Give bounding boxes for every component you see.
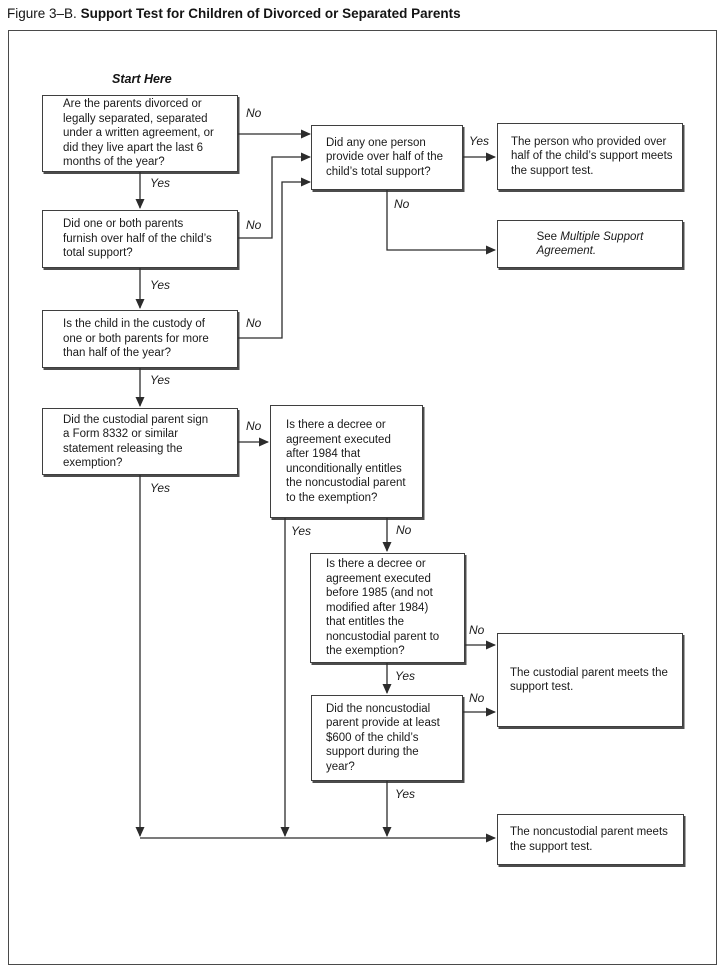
node-text: Is the child in the custody of one or bo…: [63, 318, 209, 360]
edge-label-q2-no: No: [246, 218, 262, 232]
node-text: The person who provided over half of the…: [511, 135, 673, 177]
edge-label-q1-no: No: [246, 106, 262, 120]
node-q-parents-half-support: Did one or both parents furnish over hal…: [42, 210, 238, 268]
node-result-custodial-meets-test: The custodial parent meets the support t…: [497, 633, 683, 727]
see-prefix: See: [536, 230, 561, 243]
edge-label-600-no: No: [469, 691, 485, 705]
figure-title-text: Support Test for Children of Divorced or…: [80, 6, 461, 21]
node-q-decree-before-1985: Is there a decree or agreement executed …: [310, 553, 465, 663]
edge-label-q1-yes: Yes: [150, 176, 171, 190]
edge-label-before1985-yes: Yes: [395, 669, 416, 683]
node-text: Is there a decree or agreement executed …: [326, 558, 440, 658]
edge-label-one-person-no: No: [394, 197, 410, 211]
edge-label-q3-yes: Yes: [150, 373, 171, 387]
node-result-person-meets-test: The person who provided over half of the…: [497, 123, 683, 190]
node-q-divorced-or-separated: Are the parents divorced or legally sepa…: [42, 95, 238, 172]
multiple-support-agreement-italic: Multiple Support Agreement.: [536, 230, 644, 258]
node-q-decree-after-1984: Is there a decree or agreement executed …: [270, 405, 423, 518]
edge-label-600-yes: Yes: [395, 787, 416, 801]
node-text: See Multiple Support Agreement.: [537, 230, 644, 259]
edge-label-q3-no: No: [246, 316, 262, 330]
edge-label-q2-yes: Yes: [150, 278, 171, 292]
edge-label-after1984-no: No: [396, 523, 412, 537]
node-text: Are the parents divorced or legally sepa…: [63, 98, 214, 169]
node-result-multiple-support-agreement: See Multiple Support Agreement.: [497, 220, 683, 268]
node-q-custody: Is the child in the custody of one or bo…: [42, 310, 238, 368]
start-here-label: Start Here: [112, 72, 172, 86]
node-text: Did one or both parents furnish over hal…: [63, 218, 212, 260]
node-q-600-support: Did the noncustodial parent provide at l…: [311, 695, 463, 781]
figure-number: Figure 3–B.: [7, 6, 77, 21]
node-q-one-person-half-support: Did any one person provide over half of …: [311, 125, 463, 190]
figure-title: Figure 3–B. Support Test for Children of…: [7, 6, 461, 21]
node-text: Did the custodial parent sign a Form 833…: [63, 413, 209, 470]
node-q-form-8332: Did the custodial parent sign a Form 833…: [42, 408, 238, 475]
edge-label-one-person-yes: Yes: [469, 134, 490, 148]
node-text: The noncustodial parent meets the suppor…: [510, 826, 668, 853]
edge-label-before1985-no: No: [469, 623, 485, 637]
node-text: Is there a decree or agreement executed …: [286, 419, 406, 504]
edge-label-q4-yes: Yes: [150, 481, 171, 495]
edge-label-after1984-yes: Yes: [291, 524, 312, 538]
node-text: Did any one person provide over half of …: [326, 136, 443, 178]
node-text: Did the noncustodial parent provide at l…: [326, 702, 440, 773]
edge-label-q4-no: No: [246, 419, 262, 433]
node-result-noncustodial-meets-test: The noncustodial parent meets the suppor…: [497, 814, 684, 865]
node-text: The custodial parent meets the support t…: [510, 666, 668, 694]
